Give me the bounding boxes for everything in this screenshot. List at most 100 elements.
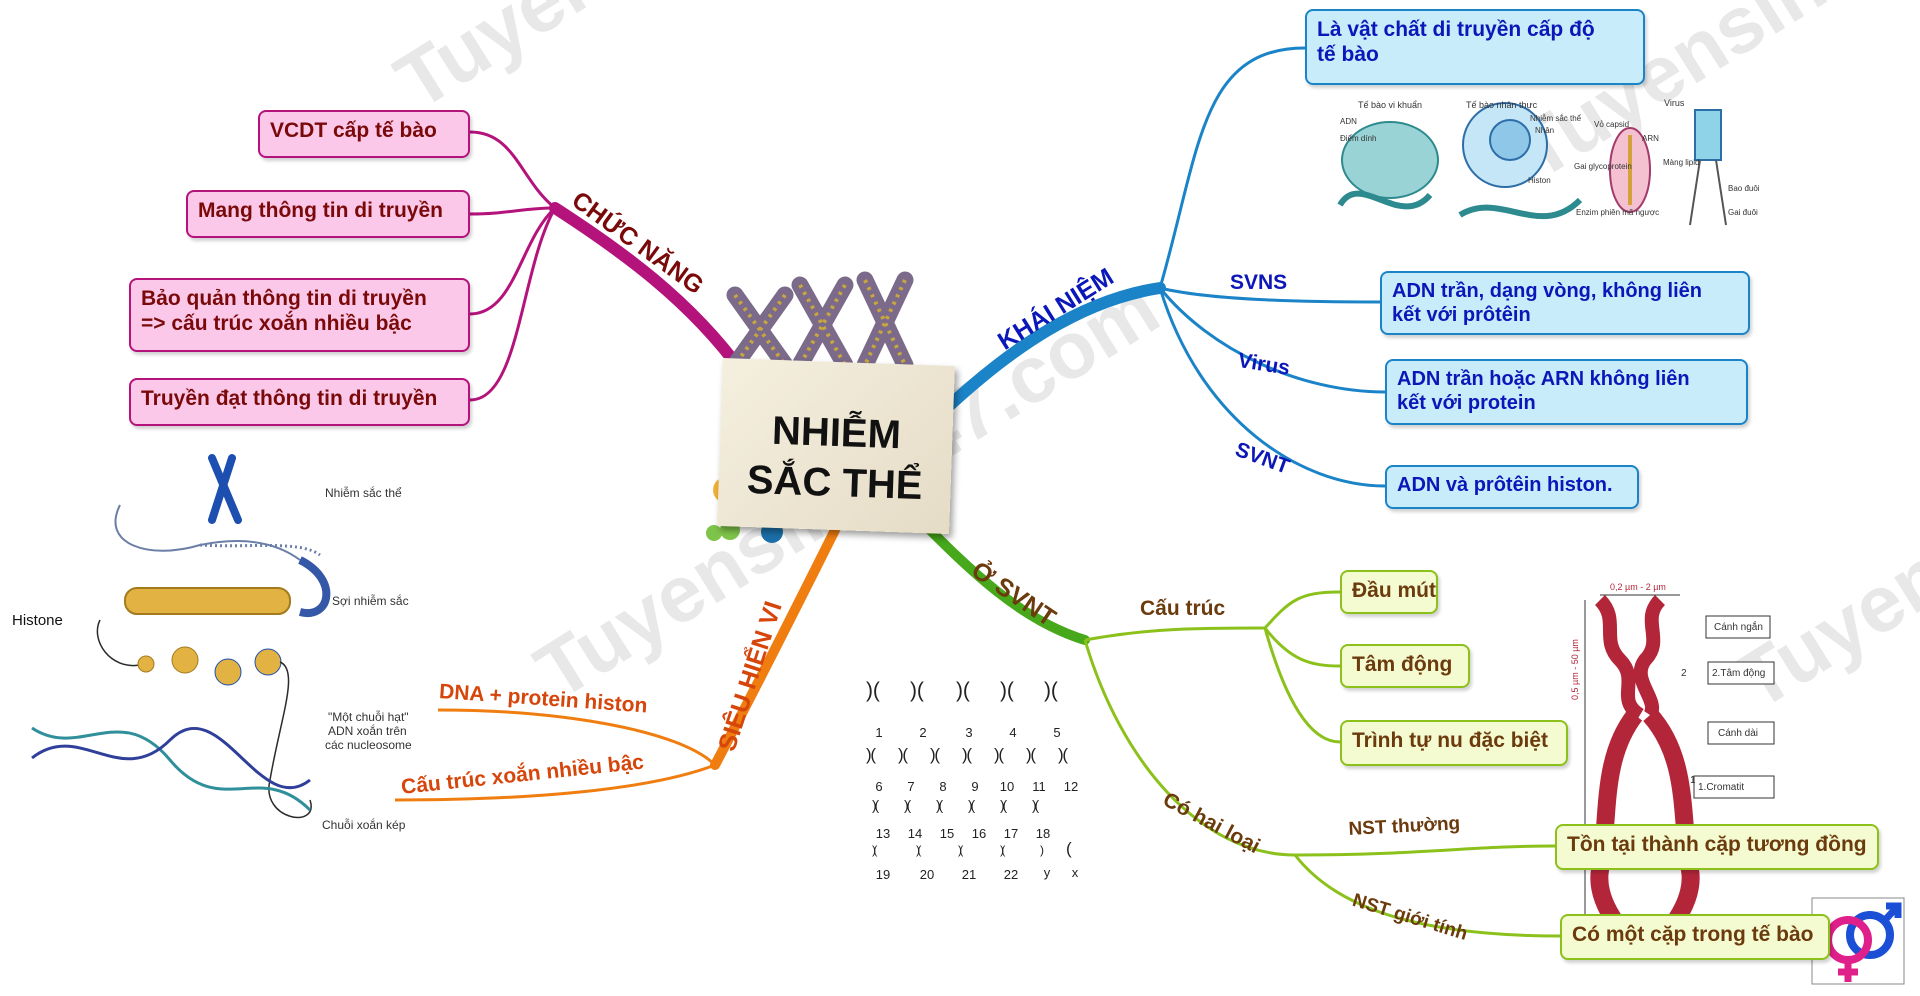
chromosome-pair: ) ( [1044, 679, 1058, 702]
illustration-label: các nucleosome [325, 738, 412, 752]
karyotype-illustration: ) ( ) ( ) ( ) ( ) ( 1 2 3 4 5 ) ( ) ( ) … [860, 675, 1100, 885]
karyotype-number: 16 [971, 826, 987, 841]
cau-truc-item: Trình tự nu đặc biệt [1340, 720, 1568, 766]
illustration-label: Điểm dính [1340, 134, 1377, 143]
karyotype-number: 8 [939, 779, 947, 794]
center-node: NHIỄM SẮC THỂ [717, 358, 955, 534]
pin-icon [706, 525, 722, 541]
cau-truc-item: Tâm động [1340, 644, 1470, 688]
sieu-hien-vi-trunk [710, 525, 840, 770]
illustration-label: Vỏ capsid [1594, 120, 1630, 129]
sieu-hien-vi-link [394, 763, 716, 802]
illustration-label: ADN xoắn trên [328, 724, 407, 738]
illustration-label: Virus [1664, 98, 1685, 108]
illustration-label: Gai đuôi [1728, 208, 1758, 217]
chromosome-icon [726, 286, 794, 374]
o-svnt-link [1084, 626, 1266, 642]
illustration-label: 2 [1681, 668, 1687, 679]
illustration-label: 2.Tâm động [1712, 668, 1766, 679]
chromosome-pair: ) ( [872, 843, 878, 857]
chromosome-structure-illustration [1584, 594, 1775, 960]
o-svnt-trunk [915, 515, 1090, 645]
karyotype-number: 1 [875, 725, 883, 740]
cau-truc-item: Đầu mút [1340, 570, 1438, 614]
illustration-label: 0,2 µm - 2 µm [1610, 582, 1666, 592]
o-svnt-link [1083, 639, 1296, 857]
khai-niem-link [1158, 46, 1306, 289]
chromosome-pair: ) ( [1058, 745, 1068, 764]
chromosome-pair: ) ( [872, 797, 879, 813]
khai-niem-link [1158, 287, 1386, 488]
chromosome-pair: ) ( [1000, 797, 1007, 813]
karyotype-number: 9 [971, 779, 979, 794]
khai-niem-type-desc: ADN và prôtêin histon. [1385, 465, 1639, 509]
chromatin-illustration [31, 454, 331, 819]
chromosome-pair: ( [1066, 839, 1071, 858]
illustration-label: Chuỗi xoắn kép [322, 818, 406, 832]
chromosome-icon [856, 271, 914, 374]
karyotype-number: 10 [999, 779, 1015, 794]
chuc-nang-item: Truyền đạt thông tin di truyền [129, 378, 470, 426]
sieu-hien-vi-link [437, 708, 717, 767]
chuc-nang-trunk [549, 202, 748, 378]
illustration-label: ADN [1340, 117, 1357, 126]
chromosome-pair: ) ( [1000, 679, 1014, 702]
chromosome-pair: ) ( [904, 797, 911, 813]
illustration-label: Cánh ngắn [1714, 622, 1763, 633]
chromosome-pair: ) ( [930, 745, 940, 764]
chuc-nang-item: Bảo quản thông tin di truyền => cấu trúc… [129, 278, 470, 352]
khai-niem-type-desc: ADN trần, dạng vòng, không liên kết với … [1380, 271, 1750, 335]
chromosome-pair: ) ( [1026, 745, 1036, 764]
karyotype-number: 15 [939, 826, 955, 841]
o-svnt-link [1263, 627, 1341, 744]
karyotype-number: 4 [1009, 725, 1017, 740]
illustration-label: ARN [1642, 134, 1659, 143]
chuc-nang-link [469, 207, 557, 402]
chromosome-pair: ) ( [958, 843, 964, 857]
cau-truc-label: Cấu trúc [1140, 597, 1226, 620]
nst-type-desc: Tồn tại thành cặp tương đồng [1555, 824, 1879, 870]
illustration-label: Tế bào vi khuẩn [1358, 100, 1423, 110]
karyotype-number: 3 [965, 725, 973, 740]
karyotype-number: 20 [919, 867, 935, 882]
chuc-nang-link [469, 130, 556, 210]
karyotype-number: 19 [875, 867, 891, 882]
khai-niem-link [1159, 286, 1381, 304]
illustration-label: Tế bào nhân thực [1466, 100, 1538, 110]
chromosome-pair: ) ( [968, 797, 975, 813]
illustration-label: 1.Cromatit [1698, 782, 1745, 793]
illustration-label: Bao đuôi [1728, 184, 1760, 193]
chromosome-pair: ) ( [916, 843, 922, 857]
chromosome-pair: ) ( [956, 679, 970, 702]
illustration-label: Gai glycoprotein [1574, 162, 1632, 171]
khai-niem-link [1158, 287, 1386, 394]
karyotype-number: 21 [961, 867, 977, 882]
khai-niem-type-label: SVNS [1230, 271, 1288, 294]
chromosome-pair: ) ( [866, 745, 876, 764]
center-title: NHIỄM SẮC THỂ [746, 408, 924, 509]
illustration-label: Màng lipid [1663, 158, 1700, 167]
karyotype-number: x [1071, 865, 1079, 880]
karyotype-number: 22 [1003, 867, 1019, 882]
illustration-label: Nhiễm sắc thể [1530, 114, 1582, 123]
illustration-label: Sợi nhiễm sắc [332, 594, 409, 608]
chromosome-icon [791, 276, 854, 374]
o-svnt-link [1293, 854, 1561, 938]
karyotype-number: 18 [1035, 826, 1051, 841]
chromosome-pair: ) ( [898, 745, 908, 764]
karyotype-number: 2 [919, 725, 927, 740]
karyotype-number: 12 [1063, 779, 1079, 794]
o-svnt-link [1263, 590, 1341, 629]
o-svnt-link [1263, 627, 1341, 668]
chromosome-pair: ) ( [910, 679, 924, 702]
illustration-label: 0,5 µm - 50 µm [1570, 639, 1580, 700]
khai-niem-definition: Là vật chất di truyền cấp độ tế bào [1305, 9, 1645, 85]
chuc-nang-link [469, 206, 556, 216]
karyotype-number: 14 [907, 826, 923, 841]
karyotype-number: 5 [1053, 725, 1061, 740]
nst-type-desc: Có một cặp trong tế bào [1560, 914, 1830, 960]
chuc-nang-item: VCDT cấp tế bào [258, 110, 470, 158]
cell-illustration [1337, 102, 1727, 226]
illustration-label: Nhân [1535, 126, 1555, 135]
chromosome-pair: ) ( [962, 745, 972, 764]
